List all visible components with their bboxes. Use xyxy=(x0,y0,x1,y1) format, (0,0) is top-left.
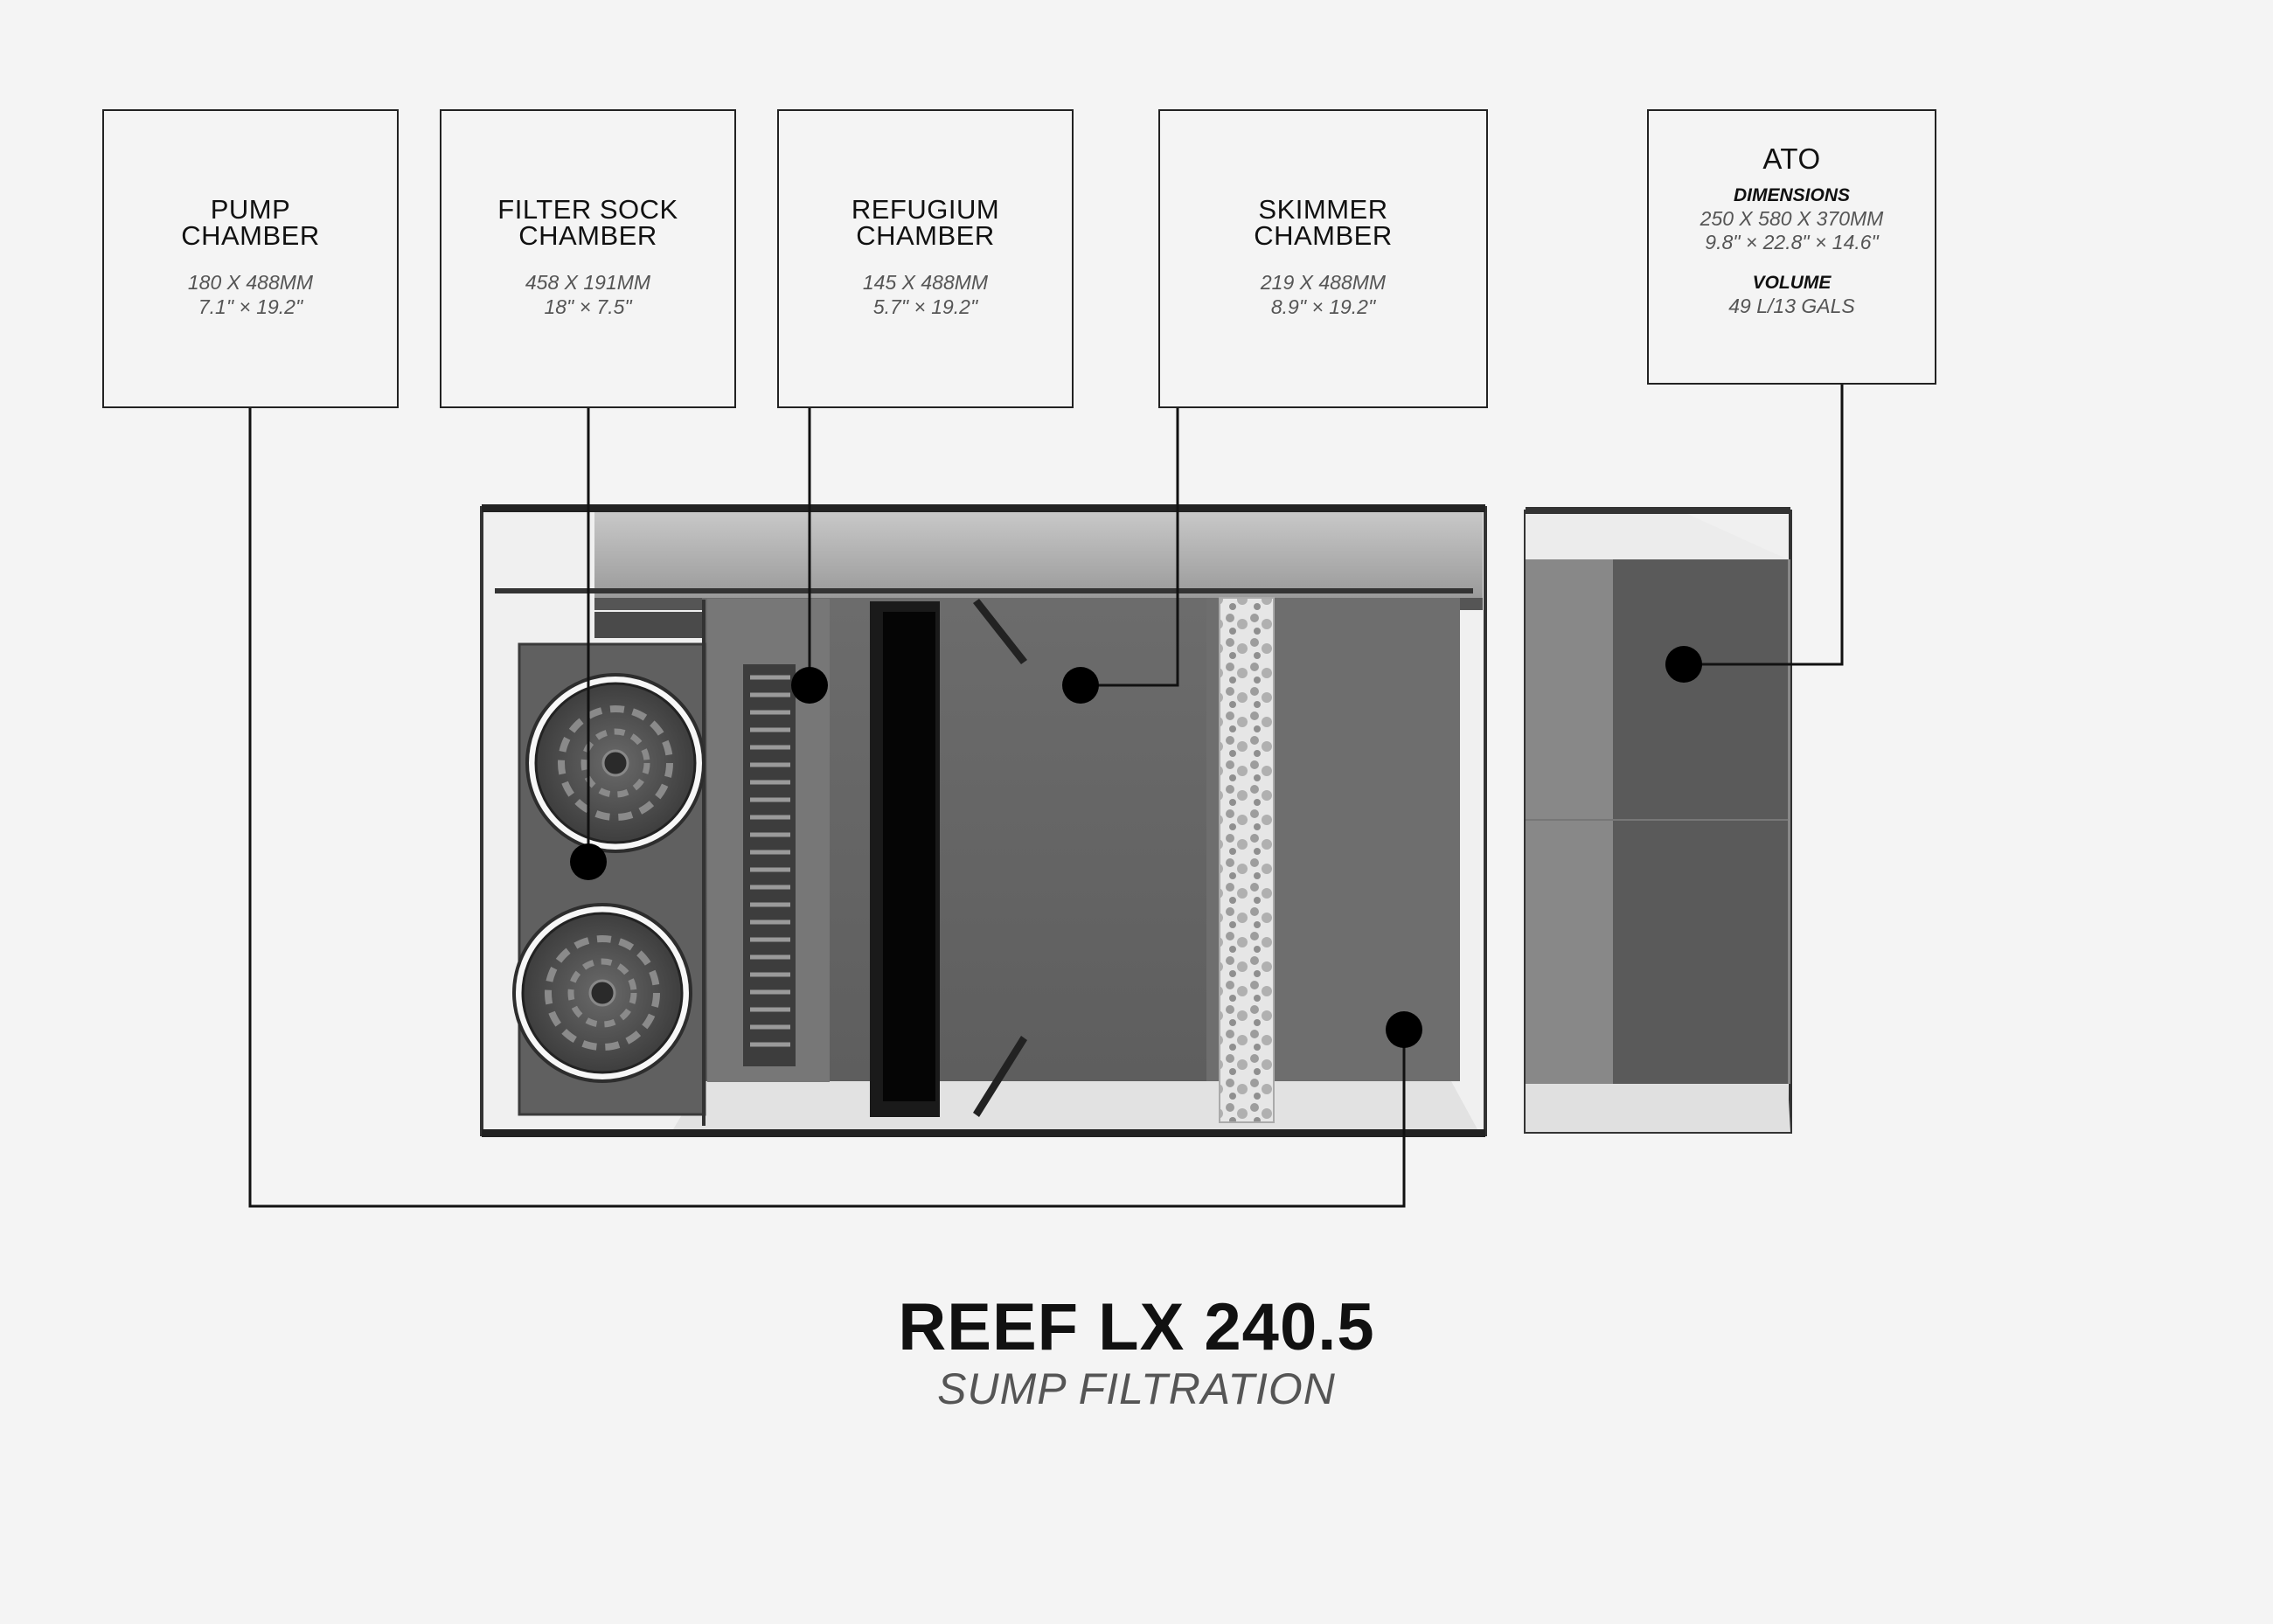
ato-marker xyxy=(1665,646,1702,683)
chamber-title: SKIMMER CHAMBER xyxy=(1254,194,1393,251)
refugium-marker xyxy=(791,667,828,704)
pump-chamber-box: PUMP CHAMBER 180 X 488MM 7.1" × 19.2" xyxy=(102,109,399,408)
chamber-dimensions-mm: 145 X 488MM xyxy=(862,271,989,294)
ato-volume-value: 49 L/13 GALS xyxy=(1728,295,1855,317)
ato-dimensions-mm: 250 X 580 X 370MM xyxy=(1700,207,1884,230)
chamber-dimensions-mm: 219 X 488MM xyxy=(1260,271,1387,294)
chamber-title: REFUGIUM CHAMBER xyxy=(851,194,1000,251)
chamber-dimensions-mm: 458 X 191MM xyxy=(525,271,651,294)
filter-sock-chamber-box: FILTER SOCK CHAMBER 458 X 191MM 18" × 7.… xyxy=(440,109,736,408)
chamber-title: PUMP CHAMBER xyxy=(181,194,320,251)
ato-dimensions-label: DIMENSIONS xyxy=(1733,185,1850,205)
refugium-baffle xyxy=(870,599,1027,1117)
chamber-dimensions-in: 18" × 7.5" xyxy=(544,295,632,318)
sponge-media xyxy=(1219,597,1275,1123)
chamber-dimensions-in: 7.1" × 19.2" xyxy=(198,295,303,318)
filter-sock-marker xyxy=(570,843,607,880)
product-subtitle: SUMP FILTRATION xyxy=(937,1364,1336,1413)
ato-title: ATO xyxy=(1762,142,1821,175)
leader-lines xyxy=(248,383,1844,1208)
return-pump-2 xyxy=(512,903,692,1083)
refugium-chamber-box: REFUGIUM CHAMBER 145 X 488MM 5.7" × 19.2… xyxy=(777,109,1074,408)
skimmer-marker xyxy=(1062,667,1099,704)
chamber-dimensions-in: 8.9" × 19.2" xyxy=(1270,295,1376,318)
filter-sock-comb xyxy=(707,599,830,1082)
chamber-dimensions-in: 5.7" × 19.2" xyxy=(872,295,978,318)
skimmer-chamber-box: SKIMMER CHAMBER 219 X 488MM 8.9" × 19.2" xyxy=(1158,109,1488,408)
ato-volume-label: VOLUME xyxy=(1752,273,1832,293)
ato-reservoir xyxy=(1524,507,1792,1134)
chamber-title: FILTER SOCK CHAMBER xyxy=(497,194,678,251)
product-name: REEF LX 240.5 xyxy=(898,1290,1375,1364)
pump-chamber-marker xyxy=(1386,1011,1422,1048)
chamber-dimensions-mm: 180 X 488MM xyxy=(187,271,314,294)
ato-box: ATO DIMENSIONS 250 X 580 X 370MM 9.8" × … xyxy=(1647,109,1936,385)
return-pump-1 xyxy=(525,673,706,853)
ato-dimensions-in: 9.8" × 22.8" × 14.6" xyxy=(1705,231,1879,253)
